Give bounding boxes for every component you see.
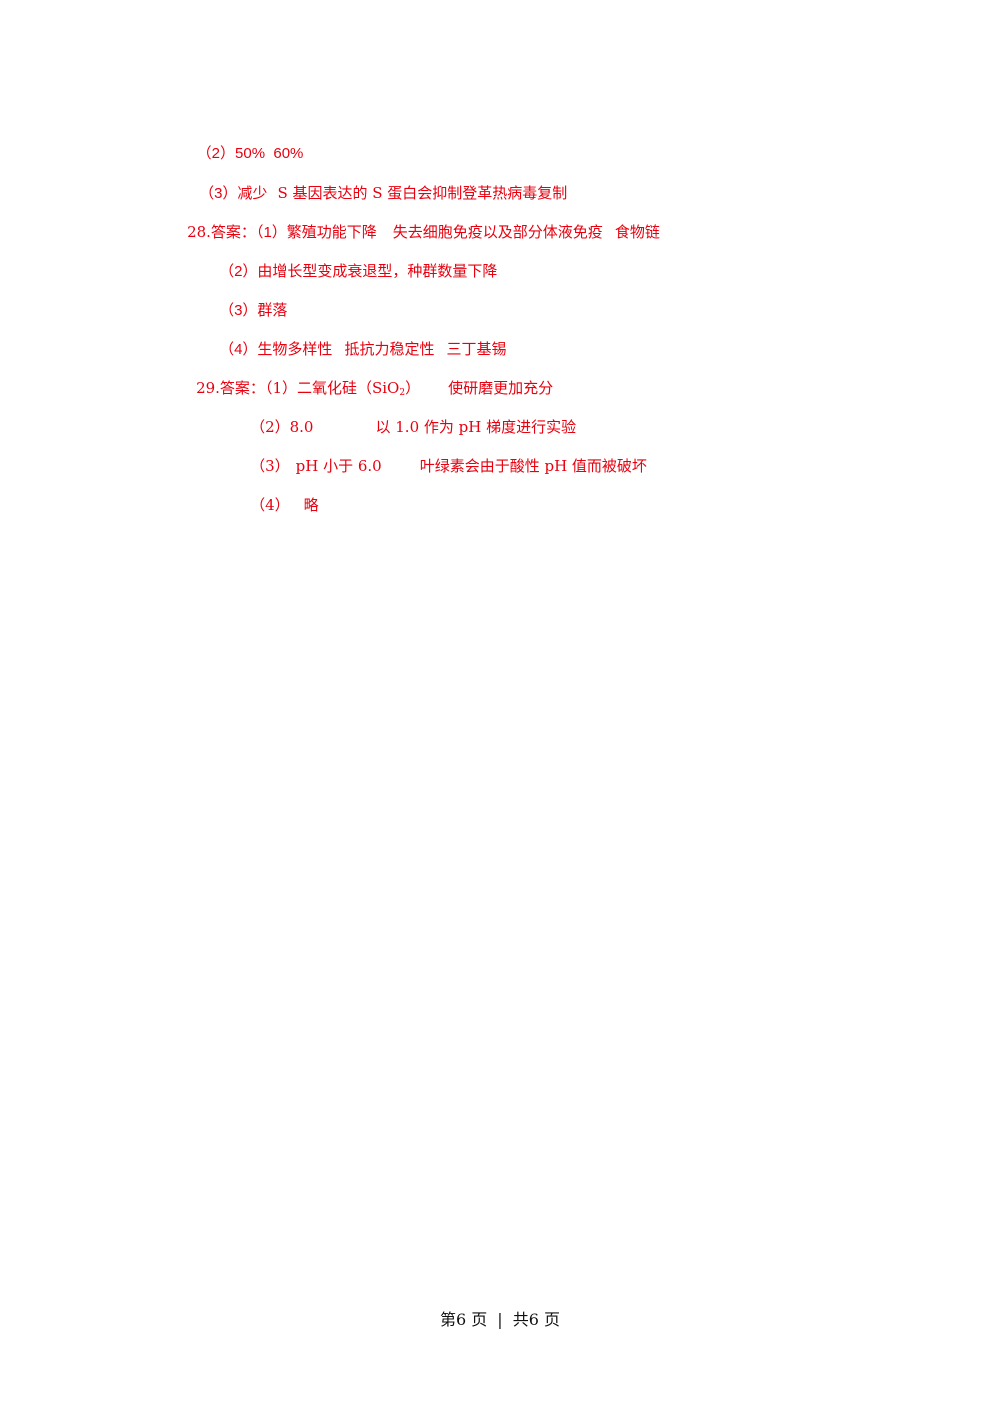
answer-28-part-1: 28.答案：（1）繁殖功能下降失去细胞免疫以及部分体液免疫食物链	[168, 202, 660, 263]
part-number: （3）	[219, 302, 258, 319]
part-number: （2）	[219, 263, 258, 280]
answer-28-part-4: （4）生物多样性抵抗力稳定性三丁基锡	[200, 319, 506, 380]
part-number: （1）	[264, 379, 297, 397]
answer-29-part-2: （2）8.0 以 1.0 作为 pH 梯度进行实验	[231, 397, 576, 457]
part-number: （4）	[250, 496, 290, 514]
answer-text: 由增长型变成衰退型，种群数量下降	[257, 262, 498, 280]
answer-text-b: S 基因表达的 S 蛋白会抑制登革热病毒复制	[277, 184, 568, 202]
answer-27-part-2: （2）50% 60%	[180, 124, 304, 184]
total-pages: 共6 页	[512, 1310, 560, 1329]
part-number: （1）	[255, 224, 287, 241]
question-label: 29.答案：	[196, 379, 265, 397]
answer-text-a: 略	[303, 496, 319, 514]
answer-text-b: 抵抗力稳定性	[344, 340, 435, 358]
answer-text-a: pH 小于 6.0	[295, 457, 382, 475]
answer-text-b: 叶绿素会由于酸性 pH 值而被破坏	[419, 457, 647, 475]
part-number: （3）	[199, 185, 238, 202]
current-page: 第6 页	[440, 1310, 488, 1329]
part-number: （2）	[250, 418, 290, 436]
part-number: （3）	[250, 457, 290, 475]
answer-text-a: 8.0	[289, 418, 314, 436]
answer-text-c: 食物链	[614, 223, 660, 241]
answer-text-b: 使研磨更加充分	[448, 379, 554, 397]
answer-28-part-2: （2）由增长型变成衰退型，种群数量下降	[200, 241, 497, 302]
answer-27-part-3: （3）减少 S 基因表达的 S 蛋白会抑制登革热病毒复制	[180, 163, 567, 224]
answer-text-a: 二氧化硅（SiO	[296, 379, 400, 397]
answer-text-b: 失去细胞免疫以及部分体液免疫	[392, 223, 603, 241]
footer-separator: |	[497, 1310, 503, 1329]
answer-text: 群落	[257, 301, 288, 319]
page-footer: 第6 页 | 共6 页	[0, 1309, 1000, 1331]
answer-29-part-4: （4） 略	[231, 475, 319, 535]
answer-text-a: 繁殖功能下降	[286, 223, 377, 241]
answer-text: 50% 60%	[235, 145, 304, 162]
answer-text-a-close: ）	[405, 379, 421, 397]
question-label: 28.答案：	[187, 223, 256, 241]
answer-text-b: 以 1.0 作为 pH 梯度进行实验	[375, 418, 577, 436]
answer-28-part-3: （3）群落	[200, 280, 287, 341]
answer-29-part-3: （3） pH 小于 6.0 叶绿素会由于酸性 pH 值而被破坏	[231, 436, 647, 496]
part-number: （4）	[219, 341, 258, 358]
answer-text-a: 生物多样性	[257, 340, 333, 358]
answer-text-c: 三丁基锡	[446, 340, 507, 358]
answer-text-a: 减少	[237, 184, 268, 202]
part-number: （2）	[196, 145, 236, 162]
subscript: 2	[399, 388, 406, 398]
answer-29-part-1: 29.答案：（1）二氧化硅（SiO2） 使研磨更加充分	[177, 358, 553, 418]
